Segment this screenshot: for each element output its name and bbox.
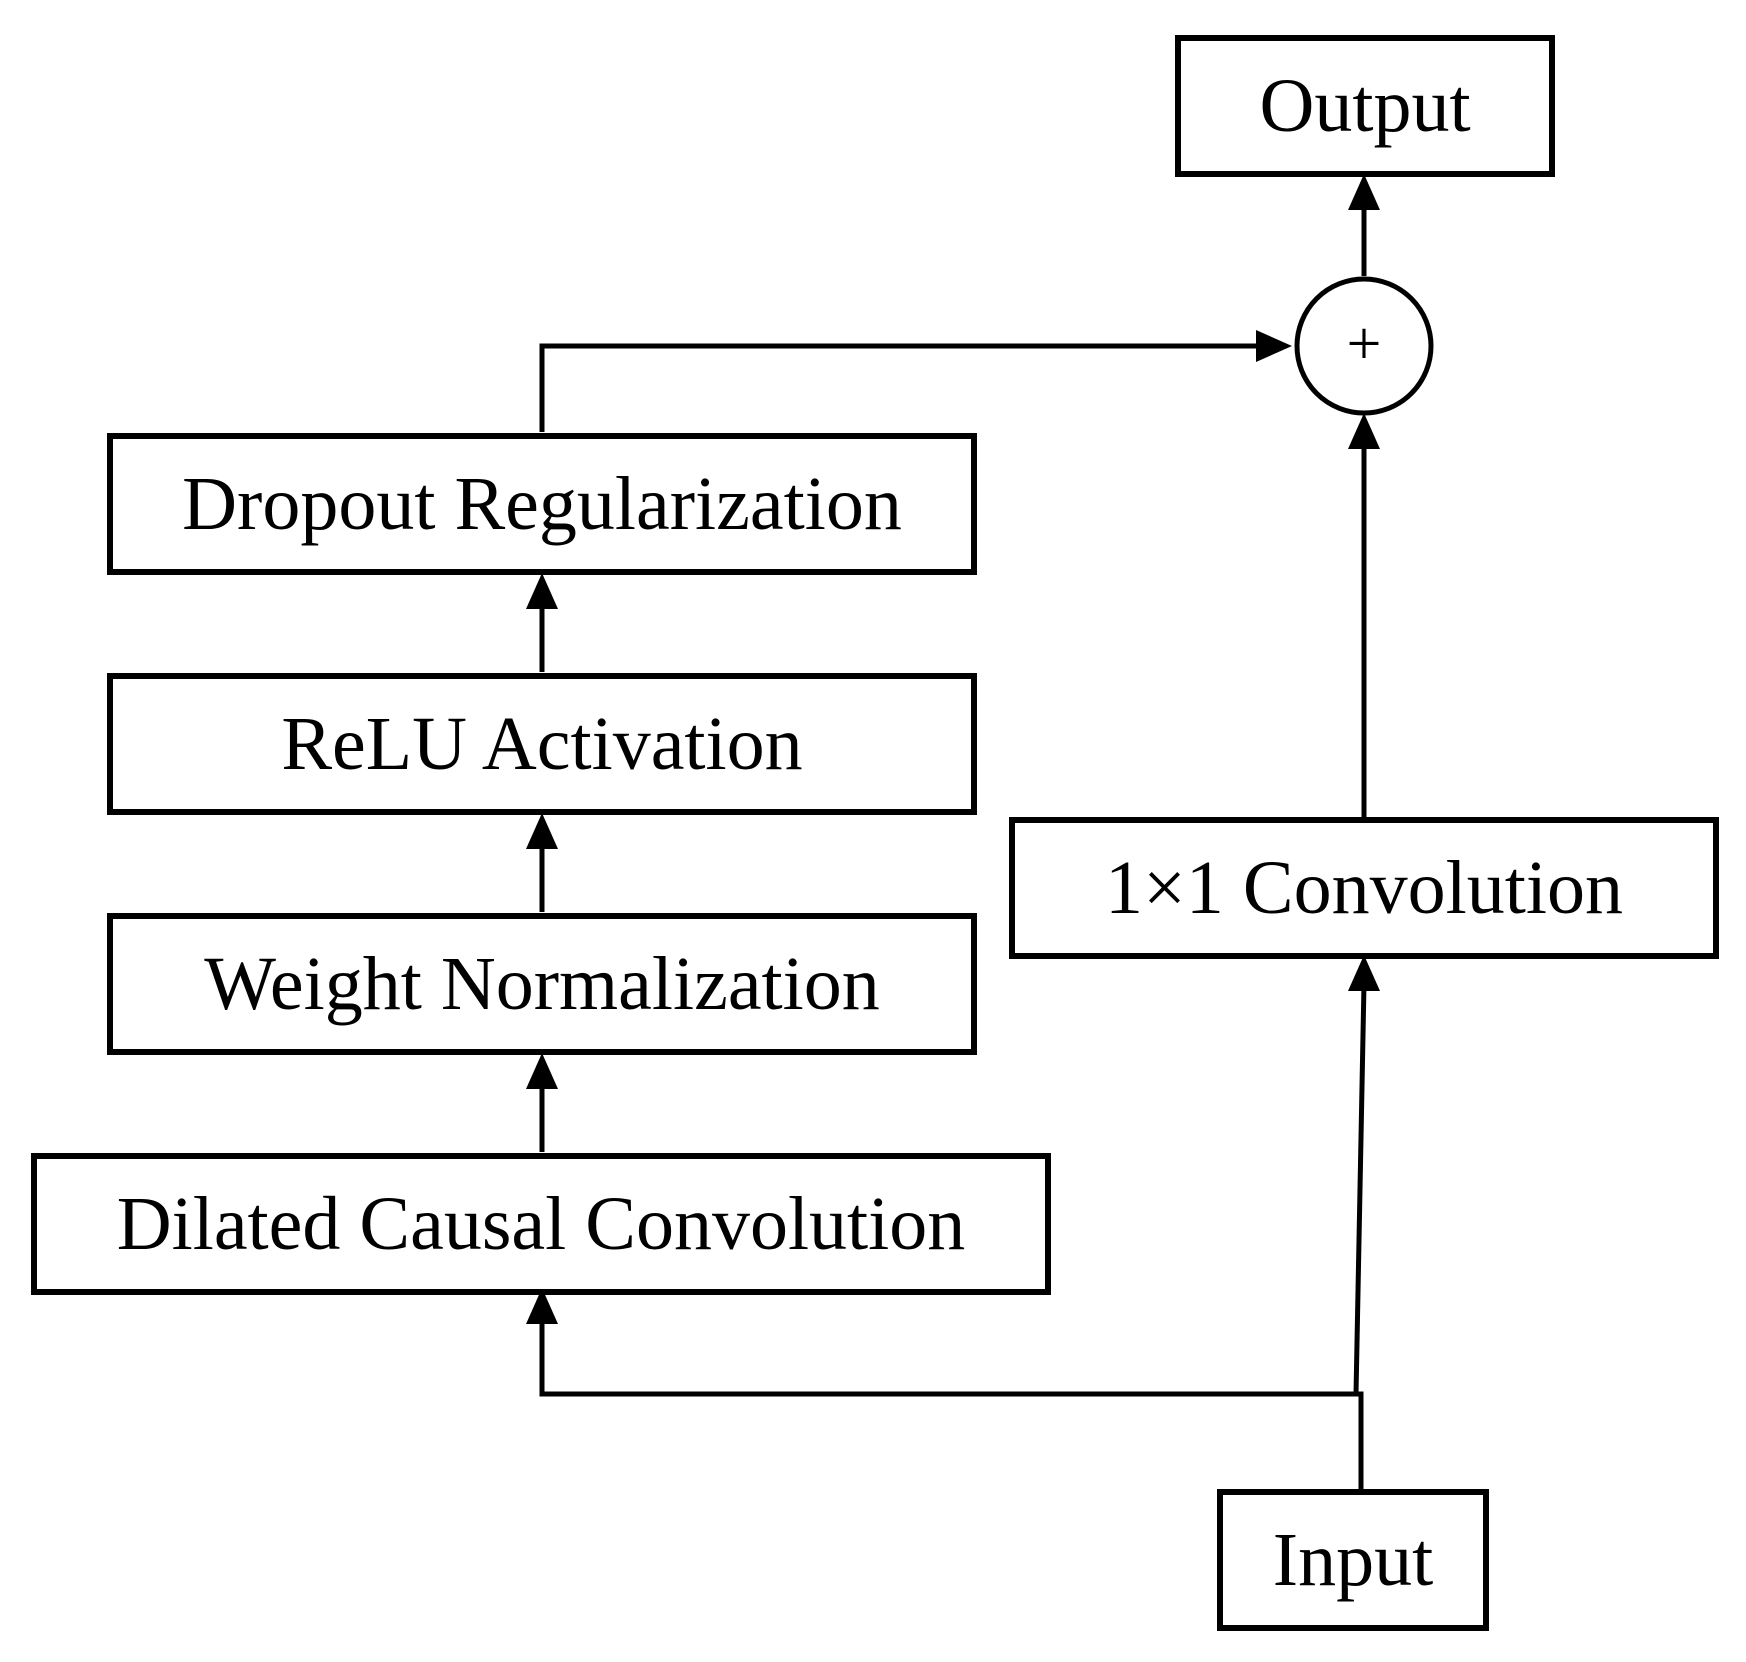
arrowhead-dropout [526,573,558,609]
node-input: Input [1217,1489,1489,1631]
sum-plus-label: + [1347,310,1382,378]
node-relu: ReLU Activation [107,673,977,815]
relu-box [107,673,977,815]
dilated-conv-box [31,1153,1051,1295]
node-dilated-causal-convolution: Dilated Causal Convolution [31,1153,1051,1295]
conv1x1-label: 1×1 Convolution [1105,846,1623,930]
node-dropout: Dropout Regularization [107,433,977,575]
sum-circle [1294,276,1434,416]
dropout-box [107,433,977,575]
node-output: Output [1175,35,1555,177]
arrowhead-sum-left [1256,330,1292,362]
relu-label: ReLU Activation [281,702,802,786]
node-sum: + [1294,276,1434,416]
node-weight-normalization: Weight Normalization [107,913,977,1055]
weight-norm-box [107,913,977,1055]
weight-norm-label: Weight Normalization [204,942,880,1026]
connectors [526,174,1380,1492]
dropout-label: Dropout Regularization [182,462,902,546]
arrowhead-dilated-conv [526,1288,558,1324]
arrowhead-conv1x1 [1348,955,1380,991]
node-conv1x1: 1×1 Convolution [1009,817,1719,959]
output-label: Output [1259,64,1470,148]
input-box [1217,1489,1489,1631]
dilated-conv-label: Dilated Causal Convolution [117,1182,966,1266]
edge-input-to-dilated-conv [539,1316,1364,1492]
edge-input-to-conv1x1 [1353,983,1367,1395]
arrowhead-output [1348,174,1380,210]
output-box [1175,35,1555,177]
input-label: Input [1273,1518,1433,1602]
arrowhead-weightnorm [526,1053,558,1089]
arrowhead-sum-bottom [1348,413,1380,449]
conv1x1-box [1009,817,1719,959]
arrowhead-relu [526,813,558,849]
edge-dropout-to-sum [539,343,1260,432]
